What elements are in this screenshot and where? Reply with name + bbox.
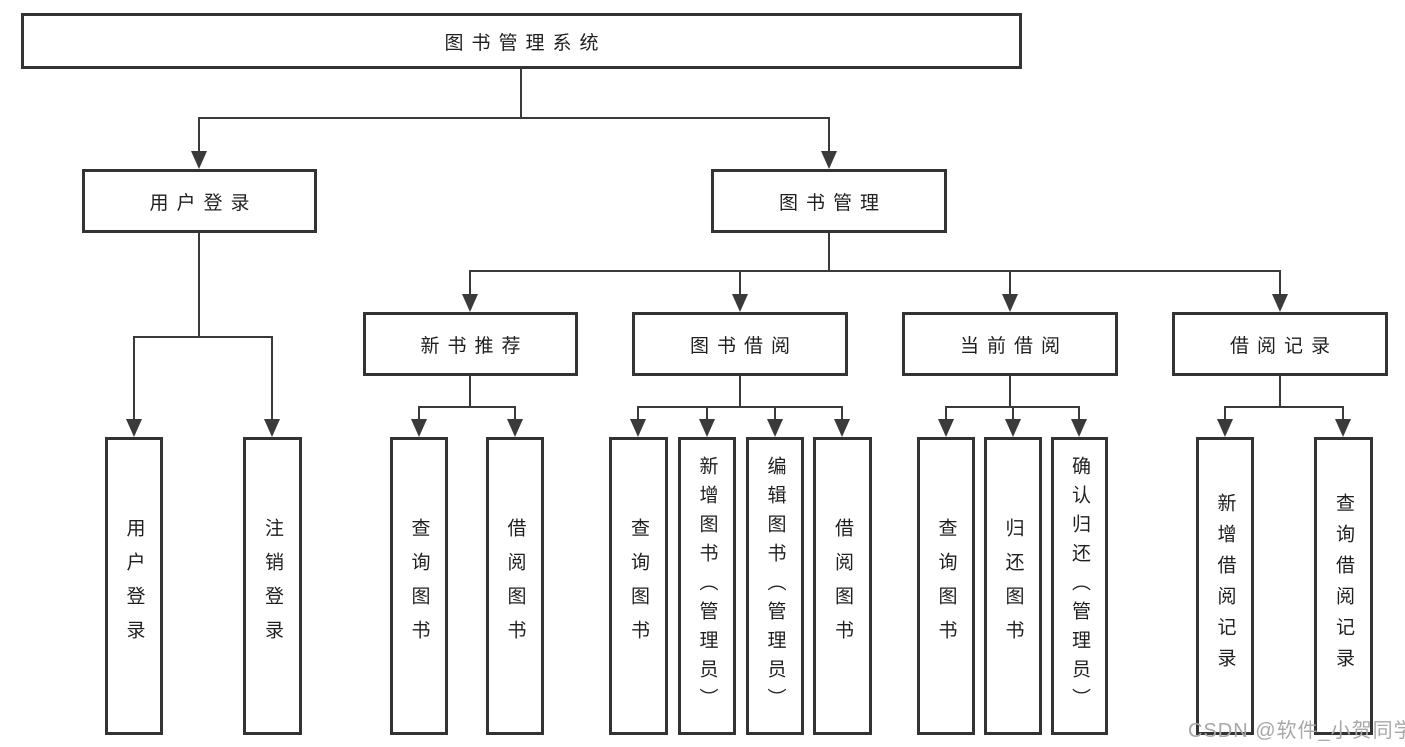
connector-line	[469, 270, 471, 296]
node-borrow-record-label: 借阅记录	[1229, 335, 1338, 357]
connector-line	[418, 406, 420, 421]
connector-line	[133, 336, 135, 421]
connector-line	[828, 117, 830, 153]
leaf-query-borrow-record-label: 查询借阅记录	[1333, 493, 1354, 679]
leaf-borrow-book-1: 借阅图书	[486, 437, 544, 735]
node-book-borrow: 图书借阅	[632, 312, 848, 376]
connector-line	[514, 406, 516, 421]
leaf-borrow-book-2: 借阅图书	[813, 437, 872, 735]
arrow-down-icon	[1335, 419, 1351, 437]
node-book-management-label: 图书管理	[778, 192, 887, 214]
node-new-book-recommend-label: 新书推荐	[420, 335, 529, 357]
leaf-edit-book-admin: 编辑图书（管理员）	[746, 437, 804, 735]
leaf-return-book-label: 归还图书	[1002, 518, 1024, 654]
leaf-logout: 注销登录	[243, 437, 302, 735]
leaf-query-borrow-record: 查询借阅记录	[1314, 437, 1373, 735]
connector-line	[739, 376, 741, 408]
connector-line	[828, 233, 830, 272]
connector-line	[1224, 406, 1226, 421]
arrow-down-icon	[264, 419, 280, 437]
connector-line	[945, 406, 947, 421]
leaf-add-borrow-record-label: 新增借阅记录	[1214, 493, 1236, 679]
arrow-down-icon	[1002, 294, 1018, 312]
arrow-down-icon	[834, 419, 850, 437]
leaf-query-book-2-label: 查询图书	[628, 518, 649, 654]
connector-line	[198, 233, 200, 338]
leaf-query-book-3: 查询图书	[917, 437, 975, 735]
connector-line	[706, 406, 708, 421]
arrow-down-icon	[1005, 419, 1021, 437]
arrow-down-icon	[462, 294, 478, 312]
connector-line	[739, 270, 741, 296]
connector-line	[198, 117, 200, 153]
leaf-add-book-admin-label: 新增图书（管理员）	[696, 455, 718, 717]
arrow-down-icon	[1217, 419, 1233, 437]
arrow-down-icon	[411, 419, 427, 437]
connector-line	[637, 406, 843, 408]
connector-line	[418, 406, 516, 408]
connector-line	[133, 336, 273, 338]
node-root-label: 图书管理系统	[444, 32, 607, 54]
connector-line	[1009, 376, 1011, 408]
node-new-book-recommend: 新书推荐	[363, 312, 578, 376]
connector-line	[1342, 406, 1344, 421]
connector-line	[1012, 406, 1014, 421]
leaf-edit-book-admin-label: 编辑图书（管理员）	[764, 455, 786, 717]
connector-line	[1224, 406, 1344, 408]
connector-line	[469, 270, 1281, 272]
connector-line	[774, 406, 776, 421]
arrow-down-icon	[1071, 419, 1087, 437]
connector-line	[1279, 270, 1281, 296]
node-user-login: 用户登录	[82, 169, 317, 233]
node-borrow-record: 借阅记录	[1172, 312, 1388, 376]
arrow-down-icon	[699, 419, 715, 437]
leaf-return-book: 归还图书	[984, 437, 1042, 735]
watermark: CSDN @软件_小贺同学	[1188, 720, 1405, 742]
connector-line	[520, 69, 522, 117]
leaf-query-book-1: 查询图书	[390, 437, 448, 735]
leaf-add-borrow-record: 新增借阅记录	[1196, 437, 1254, 735]
arrow-down-icon	[938, 419, 954, 437]
leaf-confirm-return-admin-label: 确认归还（管理员）	[1069, 455, 1090, 717]
leaf-user-login: 用户登录	[105, 437, 163, 735]
node-current-borrow-label: 当前借阅	[959, 335, 1068, 357]
connector-line	[469, 376, 471, 408]
connector-line	[637, 406, 639, 421]
leaf-confirm-return-admin: 确认归还（管理员）	[1051, 437, 1108, 735]
node-book-management: 图书管理	[711, 169, 947, 233]
node-current-borrow: 当前借阅	[902, 312, 1118, 376]
arrow-down-icon	[126, 419, 142, 437]
arrow-down-icon	[630, 419, 646, 437]
connector-line	[1078, 406, 1080, 421]
node-root: 图书管理系统	[21, 13, 1022, 69]
leaf-query-book-3-label: 查询图书	[935, 518, 957, 654]
arrow-down-icon	[191, 151, 207, 169]
leaf-borrow-book-2-label: 借阅图书	[832, 518, 853, 654]
node-book-borrow-label: 图书借阅	[689, 335, 798, 357]
connector-line	[841, 406, 843, 421]
leaf-add-book-admin: 新增图书（管理员）	[678, 437, 736, 735]
connector-line	[1009, 270, 1011, 296]
connector-line	[1279, 376, 1281, 408]
leaf-query-book-2: 查询图书	[609, 437, 668, 735]
leaf-query-book-1-label: 查询图书	[408, 518, 430, 654]
arrow-down-icon	[1272, 294, 1288, 312]
leaf-user-login-label: 用户登录	[123, 518, 145, 654]
arrow-down-icon	[767, 419, 783, 437]
arrow-down-icon	[507, 419, 523, 437]
connector-line	[198, 117, 830, 119]
node-user-login-label: 用户登录	[149, 192, 258, 214]
leaf-borrow-book-1-label: 借阅图书	[504, 518, 526, 654]
connector-line	[271, 336, 273, 421]
leaf-logout-label: 注销登录	[262, 518, 283, 654]
arrow-down-icon	[732, 294, 748, 312]
arrow-down-icon	[821, 151, 837, 169]
